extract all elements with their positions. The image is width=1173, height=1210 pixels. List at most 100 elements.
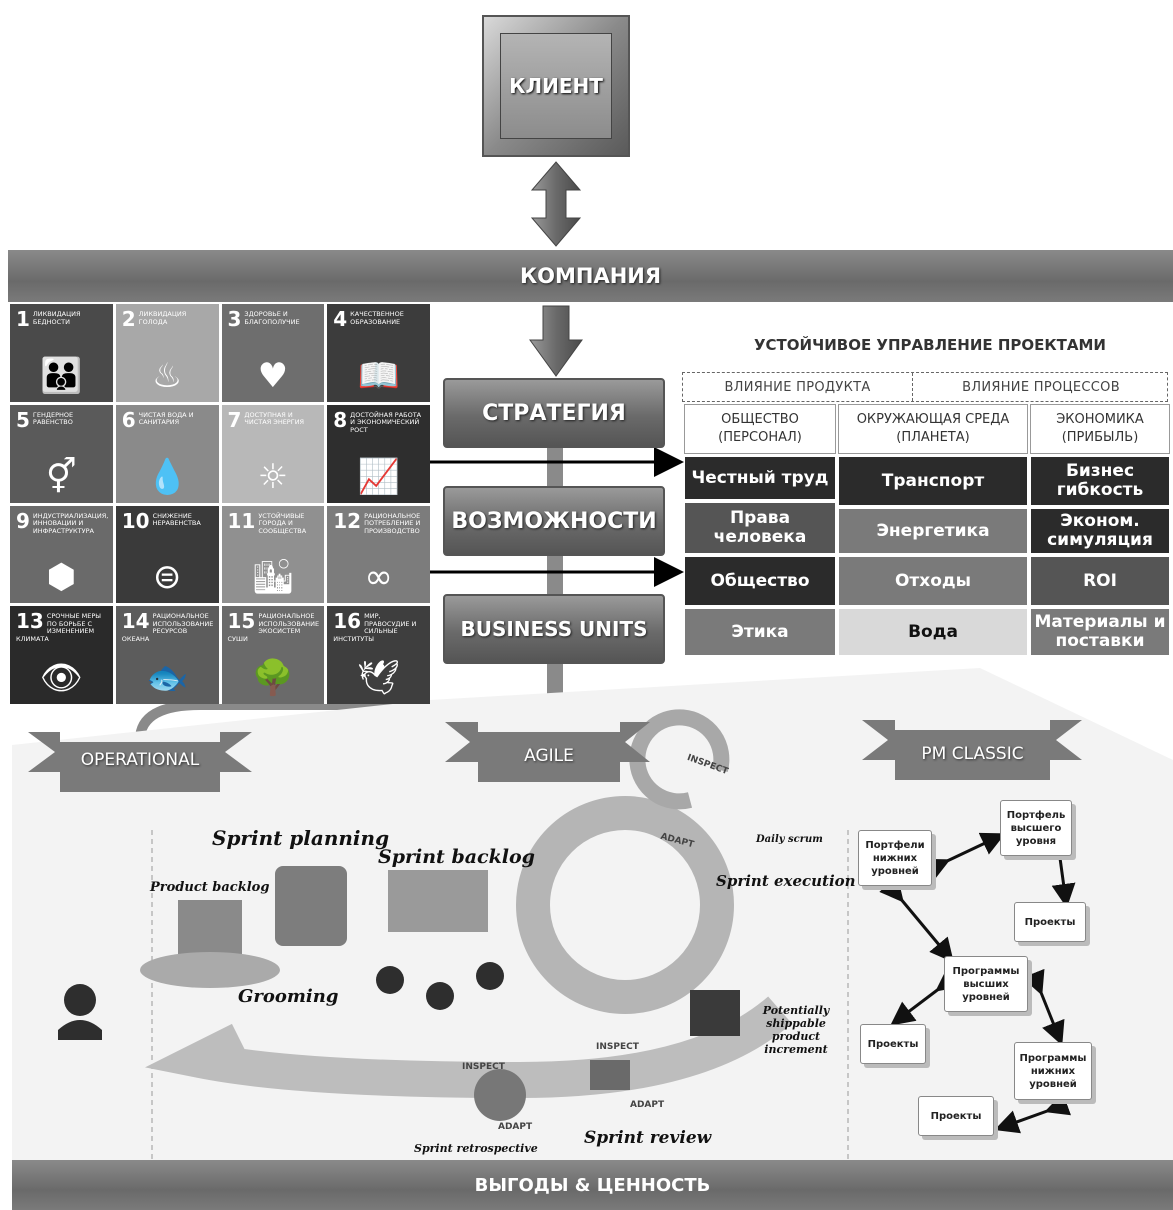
sdg-number: 9 — [16, 508, 30, 533]
sdg-title: УСТОЙЧИВЫЕ ГОРОДА И СООБЩЕСТВА — [258, 511, 307, 535]
sdg-title: СРОЧНЫЕ МЕРЫ ПО БОРЬБЕ С ИЗМЕНЕНИЕМ КЛИМ… — [16, 612, 102, 643]
company-band: КОМПАНИЯ — [8, 250, 1173, 302]
city-icon: 🏙 — [251, 557, 295, 598]
sdg-number: 1 — [16, 307, 30, 331]
sdg-number: 16 — [333, 609, 362, 634]
heartbeat-icon: ♥ — [257, 355, 289, 396]
product-impact-label: ВЛИЯНИЕ ПРОДУКТА — [683, 373, 913, 401]
sdg-number: 2 — [121, 307, 136, 331]
sprint-backlog-label: Sprint backlog — [378, 846, 535, 868]
col-header-environment: ОКРУЖАЮЩАЯ СРЕДА (ПЛАНЕТА) — [838, 404, 1028, 454]
sprint-execution-label: Sprint execution — [716, 872, 856, 890]
sdg-number: 10 — [121, 508, 150, 533]
center-spine — [547, 448, 563, 488]
eye-globe-icon: 👁 — [39, 658, 83, 698]
product-backlog-label: Product backlog — [150, 880, 270, 895]
adapt-label-review: ADAPT — [630, 1100, 665, 1110]
cell-economic-simulation: Эконом. симуляция — [1030, 508, 1170, 554]
inspect-label-retro: INSPECT — [462, 1062, 505, 1072]
pm-lower-programs: Программы нижних уровней — [1014, 1042, 1092, 1100]
capabilities-box: ВОЗМОЖНОСТИ — [443, 486, 665, 556]
growth-chart-icon: 📈 — [357, 456, 400, 497]
sdg-number: 5 — [16, 407, 30, 432]
cell-human-rights: Права человека — [684, 502, 836, 554]
bottom-region-outline — [12, 668, 1173, 1162]
sdg-title: МИР, ПРАВОСУДИЕ И СИЛЬНЫЕ ИНСТИТУТЫ — [333, 612, 417, 643]
pm-projects-b: Проекты — [860, 1024, 926, 1064]
sprint-planning-label: Sprint planning — [212, 826, 390, 850]
company-strategy-arrow — [529, 305, 583, 377]
sdg-title: ЛИКВИДАЦИЯ БЕДНОСТИ — [32, 310, 81, 326]
cell-business-agility: Бизнес гибкость — [1030, 456, 1170, 506]
increment-label: Potentially shippable product increment — [762, 1004, 830, 1056]
company-label: КОМПАНИЯ — [519, 264, 662, 288]
process-impact-label: ВЛИЯНИЕ ПРОЦЕССОВ — [962, 379, 1120, 395]
pm-arrow-2 — [1051, 857, 1076, 908]
fish-icon: 🐟 — [145, 658, 189, 698]
col-header-society: ОБЩЕСТВО (ПЕРСОНАЛ) — [684, 404, 836, 454]
cell-materials-supply: Материалы и поставки — [1030, 608, 1170, 656]
sprint-retrospective-label: Sprint retrospective — [414, 1142, 538, 1155]
client-label: КЛИЕНТ — [509, 74, 603, 98]
col-header-economy: ЭКОНОМИКА (ПРИБЫЛЬ) — [1030, 404, 1170, 454]
sun-icon: ☼ — [257, 456, 289, 497]
client-company-double-arrow — [530, 161, 582, 247]
cell-transport: Транспорт — [838, 456, 1028, 506]
sdg-title: РАЦИОНАЛЬНОЕ ИСПОЛЬЗОВАНИЕ РЕСУРСОВ ОКЕА… — [121, 612, 214, 643]
sdg-title: ДОСТОЙНАЯ РАБОТА И ЭКОНОМИЧЕСКИЙ РОСТ — [350, 410, 422, 434]
sdg-title: ДОСТУПНАЯ И ЧИСТАЯ ЭНЕРГИЯ — [244, 410, 305, 427]
matrix-title: УСТОЙЧИВОЕ УПРАВЛЕНИЕ ПРОЕКТАМИ — [753, 336, 1106, 354]
dove-icon: 🕊 — [357, 658, 401, 698]
pm-top-portfolio: Портфель высшего уровня — [1000, 800, 1072, 856]
ribbon-operational: OPERATIONAL — [80, 750, 200, 770]
sdg-title: РАЦИОНАЛЬНОЕ ИСПОЛЬЗОВАНИЕ ЭКОСИСТЕМ СУШ… — [227, 612, 320, 643]
client-box: КЛИЕНТ — [500, 33, 612, 139]
sdg-title: ИНДУСТРИАЛИЗАЦИЯ, ИННОВАЦИИ И ИНФРАСТРУК… — [32, 511, 109, 535]
impact-row: ВЛИЯНИЕ ПРОДУКТА ВЛИЯНИЕ ПРОЦЕССОВ — [682, 372, 1168, 402]
water-icon: 💧 — [145, 456, 189, 497]
sdg-title: СНИЖЕНИЕ НЕРАВЕНСТВА — [152, 511, 201, 527]
adapt-label-daily: ADAPT — [659, 831, 695, 851]
sdg-number: 8 — [333, 407, 348, 432]
sdg-number: 11 — [227, 508, 256, 533]
sdg-title: КАЧЕСТВЕННОЕ ОБРАЗОВАНИЕ — [350, 310, 404, 326]
business-units-label: BUSINESS UNITS — [460, 617, 648, 641]
sdg-number: 7 — [227, 407, 242, 432]
strategy-label: СТРАТЕГИЯ — [482, 400, 626, 426]
grooming-label: Grooming — [238, 986, 339, 1007]
sdg-number: 3 — [227, 307, 242, 331]
ribbon-pm-classic: PM CLASSIC — [921, 744, 1024, 764]
capabilities-label: ВОЗМОЖНОСТИ — [451, 508, 657, 534]
daily-scrum-label: Daily scrum — [756, 834, 823, 845]
sdg-number: 15 — [227, 609, 256, 634]
pm-arrow-4 — [890, 967, 962, 1026]
cell-fair-labor: Честный труд — [684, 456, 836, 500]
pm-lower-portfolios: Портфели нижних уровней — [858, 830, 932, 886]
gender-icon: ⚥ — [46, 456, 77, 497]
sdg-title: ЗДОРОВЬЕ И БЛАГОПОЛУЧИЕ — [244, 310, 300, 326]
pm-projects-a: Проекты — [1014, 902, 1086, 942]
sdg-number: 13 — [16, 609, 44, 634]
cell-waste: Отходы — [838, 556, 1028, 606]
pm-arrow-3 — [879, 876, 954, 963]
business-unit-bracket — [135, 700, 965, 741]
sdg-title: ЛИКВИДАЦИЯ ГОЛОДА — [138, 310, 187, 326]
sdg-number: 12 — [333, 508, 362, 533]
pm-top-programs: Программы высших уровней — [944, 956, 1028, 1012]
bowl-icon: ♨ — [151, 355, 183, 396]
benefits-value-label: ВЫГОДЫ & ЦЕННОСТЬ — [474, 1174, 711, 1196]
pm-projects-c: Проекты — [918, 1096, 994, 1136]
book-icon: 📖 — [357, 355, 400, 396]
